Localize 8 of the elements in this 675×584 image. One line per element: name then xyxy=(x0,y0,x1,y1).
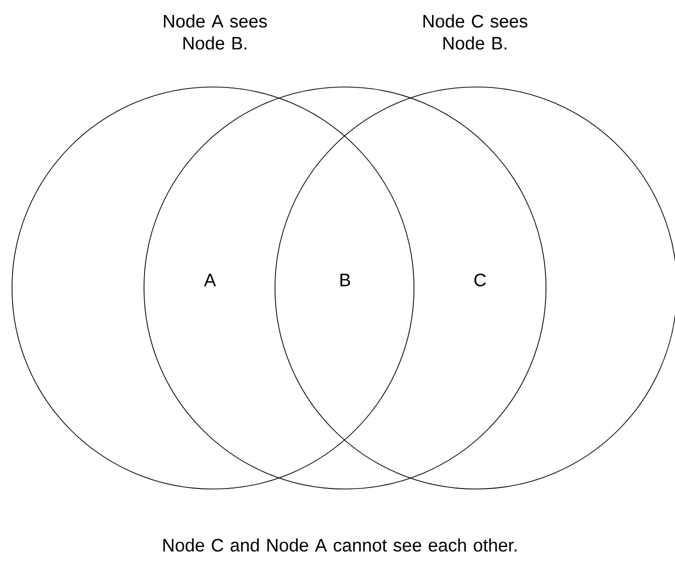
note-text: Node C and Node A cannot see each other. xyxy=(163,538,516,552)
note-text: Node C sees Node B. xyxy=(423,14,528,50)
region-letter: A xyxy=(204,274,216,286)
range-circle xyxy=(144,86,546,490)
range-circle xyxy=(12,86,414,490)
region-letter: C xyxy=(474,274,486,286)
region-letter: B xyxy=(340,274,350,286)
note-text: Node A sees Node B. xyxy=(164,14,267,50)
